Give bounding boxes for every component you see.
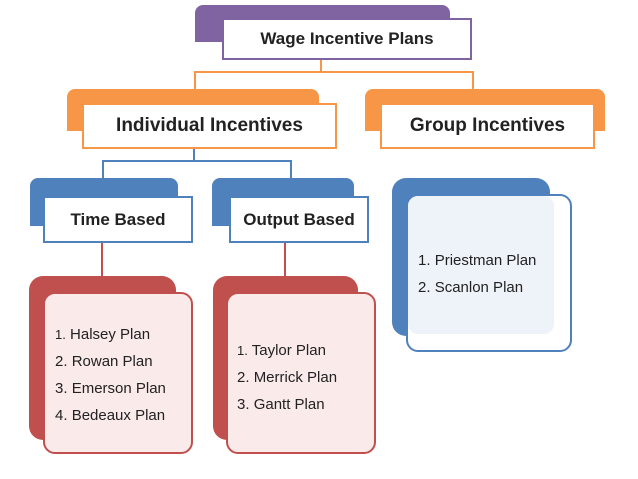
group-incentives-node: Group Incentives	[380, 103, 595, 149]
connector-individual-horizontal	[102, 160, 292, 162]
list-item: 4. Bedeaux Plan	[55, 407, 166, 424]
group-list: 1. Priestman Plan 2. Scanlon Plan	[406, 194, 572, 352]
connector-time-based-list	[101, 243, 103, 276]
list-item: 3. Gantt Plan	[237, 396, 325, 413]
group-list-inner: 1. Priestman Plan 2. Scanlon Plan	[408, 196, 554, 334]
connector-output-based-list	[284, 243, 286, 276]
output-based-node: Output Based	[229, 196, 369, 243]
connector-root-stem	[320, 60, 322, 72]
root-node: Wage Incentive Plans	[222, 18, 472, 60]
connector-to-time-based	[102, 160, 104, 178]
connector-to-group	[472, 71, 474, 103]
list-item: 2. Scanlon Plan	[418, 279, 524, 296]
time-based-node: Time Based	[43, 196, 193, 243]
connector-root-horizontal	[194, 71, 474, 73]
list-item: 2. Rowan Plan	[55, 353, 153, 370]
connector-to-individual	[194, 71, 196, 103]
root-node-label: Wage Incentive Plans	[260, 29, 434, 48]
individual-incentives-node: Individual Incentives	[82, 103, 337, 149]
individual-incentives-label: Individual Incentives	[116, 115, 303, 136]
connector-individual-stem	[193, 149, 195, 161]
list-item: 1. Taylor Plan	[237, 342, 326, 359]
time-based-list: 1. Halsey Plan 2. Rowan Plan 3. Emerson …	[43, 292, 193, 454]
connector-to-output-based	[290, 160, 292, 178]
list-item: 1. Priestman Plan	[418, 252, 537, 269]
list-item: 3. Emerson Plan	[55, 380, 166, 397]
group-incentives-label: Group Incentives	[409, 115, 566, 136]
list-item: 2. Merrick Plan	[237, 369, 338, 386]
list-item: 1. Halsey Plan	[55, 326, 151, 343]
output-based-list: 1. Taylor Plan 2. Merrick Plan 3. Gantt …	[226, 292, 376, 454]
time-based-label: Time Based	[70, 209, 166, 229]
output-based-label: Output Based	[243, 209, 355, 229]
